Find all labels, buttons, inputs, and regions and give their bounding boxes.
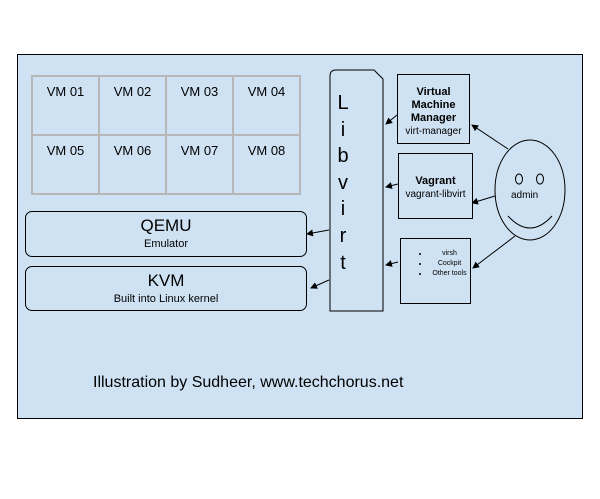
vm-cell: VM 08 (233, 135, 300, 194)
left-eye (515, 173, 523, 185)
libvirt-letter: b (337, 145, 349, 168)
libvirt-label: L i b v i r t (330, 90, 356, 276)
vm-cell: VM 05 (32, 135, 99, 194)
arrow-tools-libvirt (385, 260, 399, 267)
vm-cell: VM 03 (166, 76, 233, 135)
arrow-vagrant-libvirt (385, 182, 399, 189)
vm-cell: VM 04 (233, 76, 300, 135)
admin-face (494, 139, 566, 241)
arrow-admin-vagrant (471, 195, 496, 205)
right-eye (536, 173, 544, 185)
admin-label: admin (511, 190, 539, 201)
vm-cell: VM 02 (99, 76, 166, 135)
vagrant-title: Vagrant (415, 175, 456, 187)
tools-item: virsh (429, 249, 470, 259)
arrow-vmm-libvirt (385, 114, 398, 125)
arrow-admin-vmm (471, 124, 509, 150)
arrow-libvirt-qemu (306, 229, 330, 237)
vm-cell: VM 01 (32, 76, 99, 135)
vmm-subtitle: virt-manager (405, 126, 462, 137)
vagrant-box: Vagrant vagrant-libvirt (398, 153, 473, 219)
tools-item: Cockpit (429, 259, 470, 269)
qemu-subtitle: Emulator (143, 238, 189, 250)
libvirt-letter: r (339, 224, 347, 247)
libvirt-letter: i (340, 118, 346, 141)
kvm-box: KVM Built into Linux kernel (25, 266, 307, 311)
tools-list: virsh Cockpit Other tools (401, 249, 470, 279)
vmm-box: Virtual Machine Manager virt-manager (397, 74, 470, 144)
vagrant-subtitle: vagrant-libvirt (405, 189, 466, 200)
kvm-title: KVM (147, 271, 185, 290)
tools-box: virsh Cockpit Other tools (400, 238, 471, 304)
libvirt-letter: i (340, 198, 346, 221)
vm-cell: VM 06 (99, 135, 166, 194)
arrow-libvirt-kvm (310, 279, 330, 289)
libvirt-shape (329, 69, 384, 312)
smile (507, 215, 553, 229)
caption: Illustration by Sudheer, www.techchorus.… (93, 374, 404, 391)
libvirt-letter: t (340, 251, 346, 274)
libvirt-letter: L (337, 92, 349, 114)
vmm-title: Virtual Machine Manager (410, 86, 457, 124)
libvirt-letter: v (338, 171, 348, 194)
qemu-box: QEMU Emulator (25, 211, 307, 257)
arrow-admin-tools (472, 235, 516, 269)
qemu-title: QEMU (140, 216, 192, 235)
vm-grid: VM 01 VM 02 VM 03 VM 04 VM 05 VM 06 VM 0… (31, 75, 301, 195)
tools-item: Other tools (429, 269, 470, 279)
vm-cell: VM 07 (166, 135, 233, 194)
kvm-subtitle: Built into Linux kernel (113, 293, 219, 305)
